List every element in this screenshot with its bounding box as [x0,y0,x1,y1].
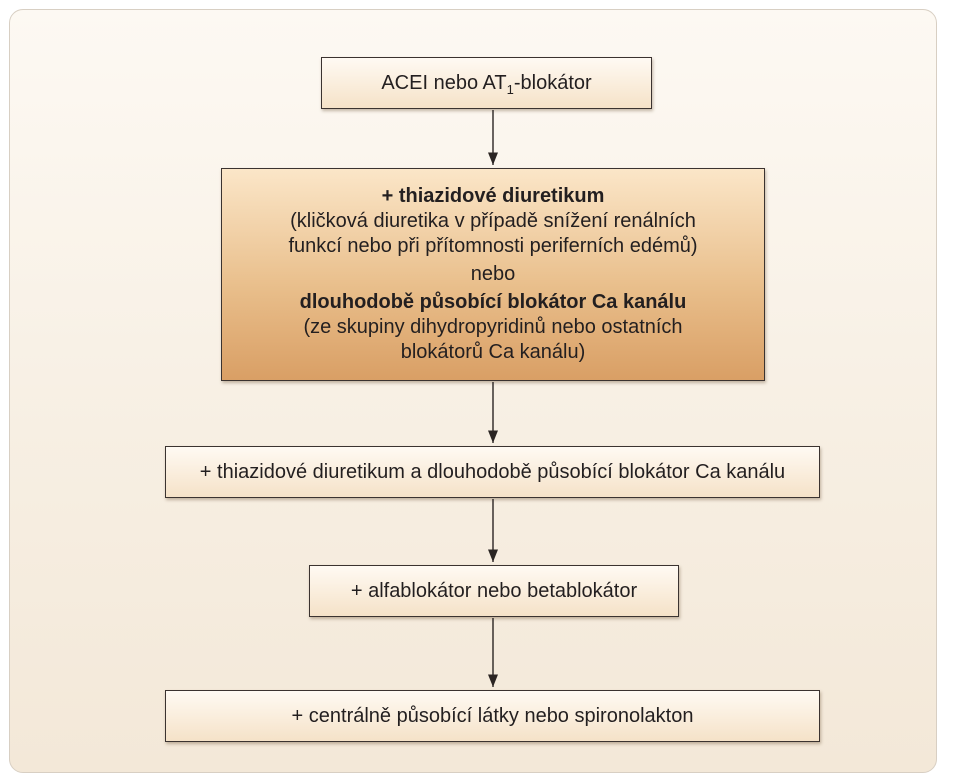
step4-label: + alfablokátor nebo betablokátor [350,579,638,602]
step1-label: ACEI nebo AT1-blokátor [381,71,592,97]
step3-box: + thiazidové diuretikum a dlouhodobě půs… [165,446,820,498]
step5-label: + centrálně působící látky nebo spironol… [291,704,694,727]
step2-box: + thiazidové diuretikum (kličková diuret… [221,168,765,381]
step3-label: + thiazidové diuretikum a dlouhodobě půs… [199,460,786,483]
step5-box: + centrálně působící látky nebo spironol… [165,690,820,742]
option-a-detail-line: (kličková diuretika v případě snížení re… [290,210,696,232]
option-a-detail-line: funkcí nebo při přítomnosti periferních … [288,235,698,257]
option-b-detail-line: (ze skupiny dihydropyridinů nebo ostatní… [303,316,683,338]
diagram-panel [9,9,937,773]
option-b-detail-line: blokátorů Ca kanálu) [400,341,586,363]
option-a-title: + thiazidové diuretikum [381,185,605,207]
connector-text: nebo [470,263,516,285]
step4-box: + alfablokátor nebo betablokátor [309,565,679,617]
option-b-title: dlouhodobě působící blokátor Ca kanálu [299,291,687,313]
step1-box: ACEI nebo AT1-blokátor [321,57,652,109]
